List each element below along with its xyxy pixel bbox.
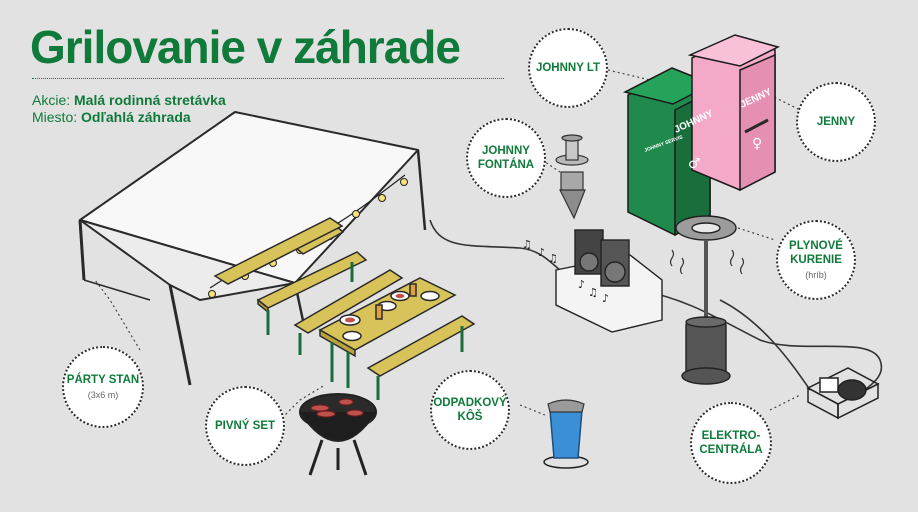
callout-plynove-kurenie: PLYNOVÉ KURENIE (hríb) bbox=[776, 220, 856, 300]
speakers: ♫♪♫ ♪♫♪ bbox=[522, 229, 663, 333]
callout-jenny-name: JENNY bbox=[816, 116, 856, 128]
svg-text:♫: ♫ bbox=[588, 286, 598, 299]
callout-pivny-set: PIVNÝ SET bbox=[205, 386, 285, 466]
event-line: Akcie: Malá rodinná stretávka bbox=[32, 92, 226, 109]
callout-party-stan-name: PÁRTY STAN bbox=[66, 374, 140, 386]
music-notes-icon: ♫♪♫ ♪♫♪ bbox=[522, 238, 609, 305]
title-divider bbox=[32, 78, 504, 79]
callout-odpadkovy-kos-name: ODPADKOVÝ KÔŠ bbox=[433, 397, 507, 423]
female-symbol-icon: ♀ bbox=[752, 136, 762, 152]
place-value: Odľahlá záhrada bbox=[81, 109, 191, 125]
power-cables bbox=[429, 219, 883, 396]
place-line: Miesto: Odľahlá záhrada bbox=[32, 109, 191, 126]
tent-roof-front bbox=[79, 219, 296, 301]
callout-elektrocentrala-name: ELEKTRO- CENTRÁLA bbox=[699, 430, 763, 456]
callout-jenny: JENNY bbox=[796, 82, 876, 162]
svg-text:♪: ♪ bbox=[538, 246, 545, 259]
callout-party-stan: PÁRTY STAN (3x6 m) bbox=[62, 346, 144, 428]
toilet-jenny bbox=[687, 34, 781, 192]
page-title: Grilovanie v záhrade bbox=[30, 21, 461, 73]
callout-johnny-lt-name: JOHNNY LT bbox=[535, 62, 601, 74]
svg-text:♪: ♪ bbox=[578, 278, 585, 291]
callout-johnny-fontana-name: JOHNNY FONTÁNA bbox=[477, 145, 535, 171]
event-value: Malá rodinná stretávka bbox=[74, 92, 226, 108]
party-tent bbox=[78, 111, 427, 386]
svg-text:♫: ♫ bbox=[548, 252, 558, 265]
svg-text:♪: ♪ bbox=[602, 292, 609, 305]
callout-plynove-kurenie-name: PLYNOVÉ KURENIE bbox=[789, 240, 843, 266]
trash-bin bbox=[543, 399, 589, 469]
svg-text:♫: ♫ bbox=[522, 238, 532, 251]
callout-plynove-kurenie-note: (hríb) bbox=[805, 270, 827, 280]
callout-johnny-fontana: JOHNNY FONTÁNA bbox=[466, 118, 546, 198]
event-label: Akcie: bbox=[32, 92, 71, 108]
callout-pivny-set-name: PIVNÝ SET bbox=[214, 420, 276, 432]
patio-heater bbox=[669, 215, 745, 385]
place-label: Miesto: bbox=[32, 109, 78, 125]
callout-elektrocentrala: ELEKTRO- CENTRÁLA bbox=[690, 402, 772, 484]
callout-party-stan-note: (3x6 m) bbox=[87, 390, 119, 400]
male-symbol-icon: ♂ bbox=[688, 156, 701, 172]
callout-johnny-lt: JOHNNY LT bbox=[528, 28, 608, 108]
beer-set bbox=[213, 217, 476, 400]
callout-odpadkovy-kos: ODPADKOVÝ KÔŠ bbox=[430, 370, 510, 450]
grill bbox=[299, 393, 377, 476]
johnny-fontana bbox=[555, 134, 589, 220]
generator bbox=[806, 367, 880, 420]
